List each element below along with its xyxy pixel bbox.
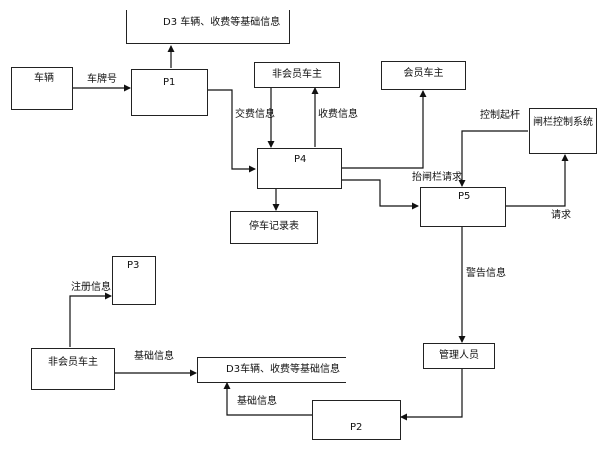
node-member: 会员车主 <box>381 61 466 90</box>
node-admin: 管理人员 <box>423 343 495 369</box>
flow-label-charge-info: 收费信息 <box>318 109 358 120</box>
node-member-label: 会员车主 <box>403 68 444 79</box>
node-p1-label: P1 <box>163 77 176 88</box>
node-non-member-bottom: 非会员车主 <box>31 348 115 390</box>
flow-label-register-info: 注册信息 <box>71 282 111 293</box>
node-p4: P4 <box>257 148 342 189</box>
node-p5-label: P5 <box>458 191 471 202</box>
arrow-nonmember-p3 <box>69 292 112 347</box>
node-p3: P3 <box>112 256 156 305</box>
node-parking-record-label: 停车记录表 <box>249 221 299 232</box>
node-p5: P5 <box>420 187 506 227</box>
node-p2-label: P2 <box>350 422 363 433</box>
flow-label-control-lift: 控制起杆 <box>480 110 520 121</box>
node-non-member-bottom-label: 非会员车主 <box>48 357 98 368</box>
node-non-member-top: 非会员车主 <box>254 62 340 88</box>
arrow-admin-p2 <box>400 368 463 421</box>
node-parking-record: 停车记录表 <box>230 211 318 244</box>
flow-label-basic-info-bottom: 基础信息 <box>237 396 277 407</box>
arrow-p5-gate <box>506 154 569 207</box>
arrow-p2-d3 <box>223 382 312 416</box>
node-vehicle: 车辆 <box>11 67 73 110</box>
flow-label-warning-info: 警告信息 <box>466 268 506 279</box>
arrow-gate-p5 <box>458 130 528 187</box>
node-d3-bottom: D3车辆、收费等基础信息 <box>197 357 346 383</box>
flow-label-request: 请求 <box>551 210 571 221</box>
node-p2: P2 <box>312 400 401 440</box>
node-gate-system: 闸栏控制系统 <box>529 108 597 154</box>
node-p4-label: P4 <box>294 154 307 165</box>
node-non-member-top-label: 非会员车主 <box>272 69 322 80</box>
arrow-p4-p5 <box>342 179 419 210</box>
node-p1: P1 <box>131 69 208 116</box>
flow-label-lift-gate-request: 抬闸栏请求 <box>412 172 462 183</box>
arrow-p4-member <box>341 90 427 169</box>
arrow-p1-p4 <box>208 89 256 173</box>
node-gate-system-label: 闸栏控制系统 <box>533 117 593 128</box>
flow-label-basic-info-top: 基础信息 <box>134 351 174 362</box>
node-p3-label: P3 <box>127 260 140 271</box>
node-vehicle-label: 车辆 <box>34 73 54 84</box>
node-d3-top: D3 车辆、收费等基础信息 <box>126 10 290 44</box>
node-d3-top-label: D3 车辆、收费等基础信息 <box>163 17 281 28</box>
node-admin-label: 管理人员 <box>439 350 479 361</box>
flow-label-pay-info: 交费信息 <box>235 109 275 120</box>
node-d3-bottom-label: D3车辆、收费等基础信息 <box>226 364 341 375</box>
flow-label-plate: 车牌号 <box>87 74 117 85</box>
